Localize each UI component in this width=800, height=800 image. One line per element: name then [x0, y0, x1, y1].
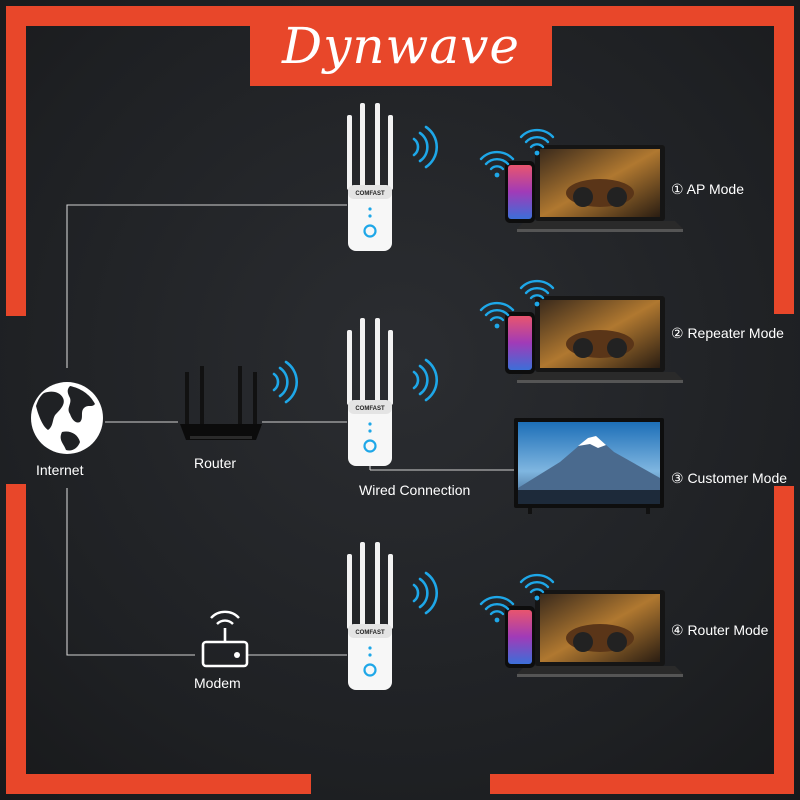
- internet-globe-icon: [31, 382, 103, 454]
- router-label: Router: [194, 455, 237, 471]
- mode-label-router: ④ Router Mode: [671, 622, 769, 638]
- mode-label-repeater: ② Repeater Mode: [671, 325, 784, 341]
- laptop-phone-ap: [505, 145, 683, 232]
- internet-label: Internet: [36, 462, 84, 478]
- frame-right-bottom: [774, 486, 794, 794]
- extender-ap: [345, 101, 395, 253]
- tv-icon: [514, 418, 664, 514]
- extender-logo-text: COMFAST: [355, 630, 385, 636]
- brand-banner: Dynwave: [250, 6, 552, 86]
- extender-router: [345, 540, 395, 692]
- wired-connection-label: Wired Connection: [359, 482, 471, 498]
- frame-left-bottom: [6, 484, 26, 794]
- modem-icon: [201, 610, 249, 668]
- laptop-phone-router: [505, 590, 683, 677]
- router-icon: [180, 366, 262, 440]
- connection-lines: [66, 204, 515, 656]
- frame-bottom-left: [6, 774, 311, 794]
- frame-top-left: [6, 6, 256, 26]
- frame-bottom-right: [490, 774, 794, 794]
- frame-right-top: [774, 6, 794, 314]
- frame-left-top: [6, 6, 26, 316]
- extender-repeater-wifi-icon: [412, 358, 439, 402]
- extender-logo-text: COMFAST: [355, 406, 385, 412]
- mode-label-ap: ① AP Mode: [671, 181, 745, 197]
- modem-label: Modem: [194, 675, 241, 691]
- brand-name: Dynwave: [282, 17, 520, 75]
- extender-router-wifi-icon: [412, 571, 439, 615]
- mode-label-customer: ③ Customer Mode: [671, 470, 788, 486]
- extender-logo-text: COMFAST: [355, 191, 385, 197]
- laptop-phone-repeater: [505, 296, 683, 383]
- router-wifi-icon: [272, 360, 299, 404]
- frame-top-right: [545, 6, 794, 26]
- extender-ap-wifi-icon: [412, 125, 439, 169]
- extender-repeater: [345, 316, 395, 468]
